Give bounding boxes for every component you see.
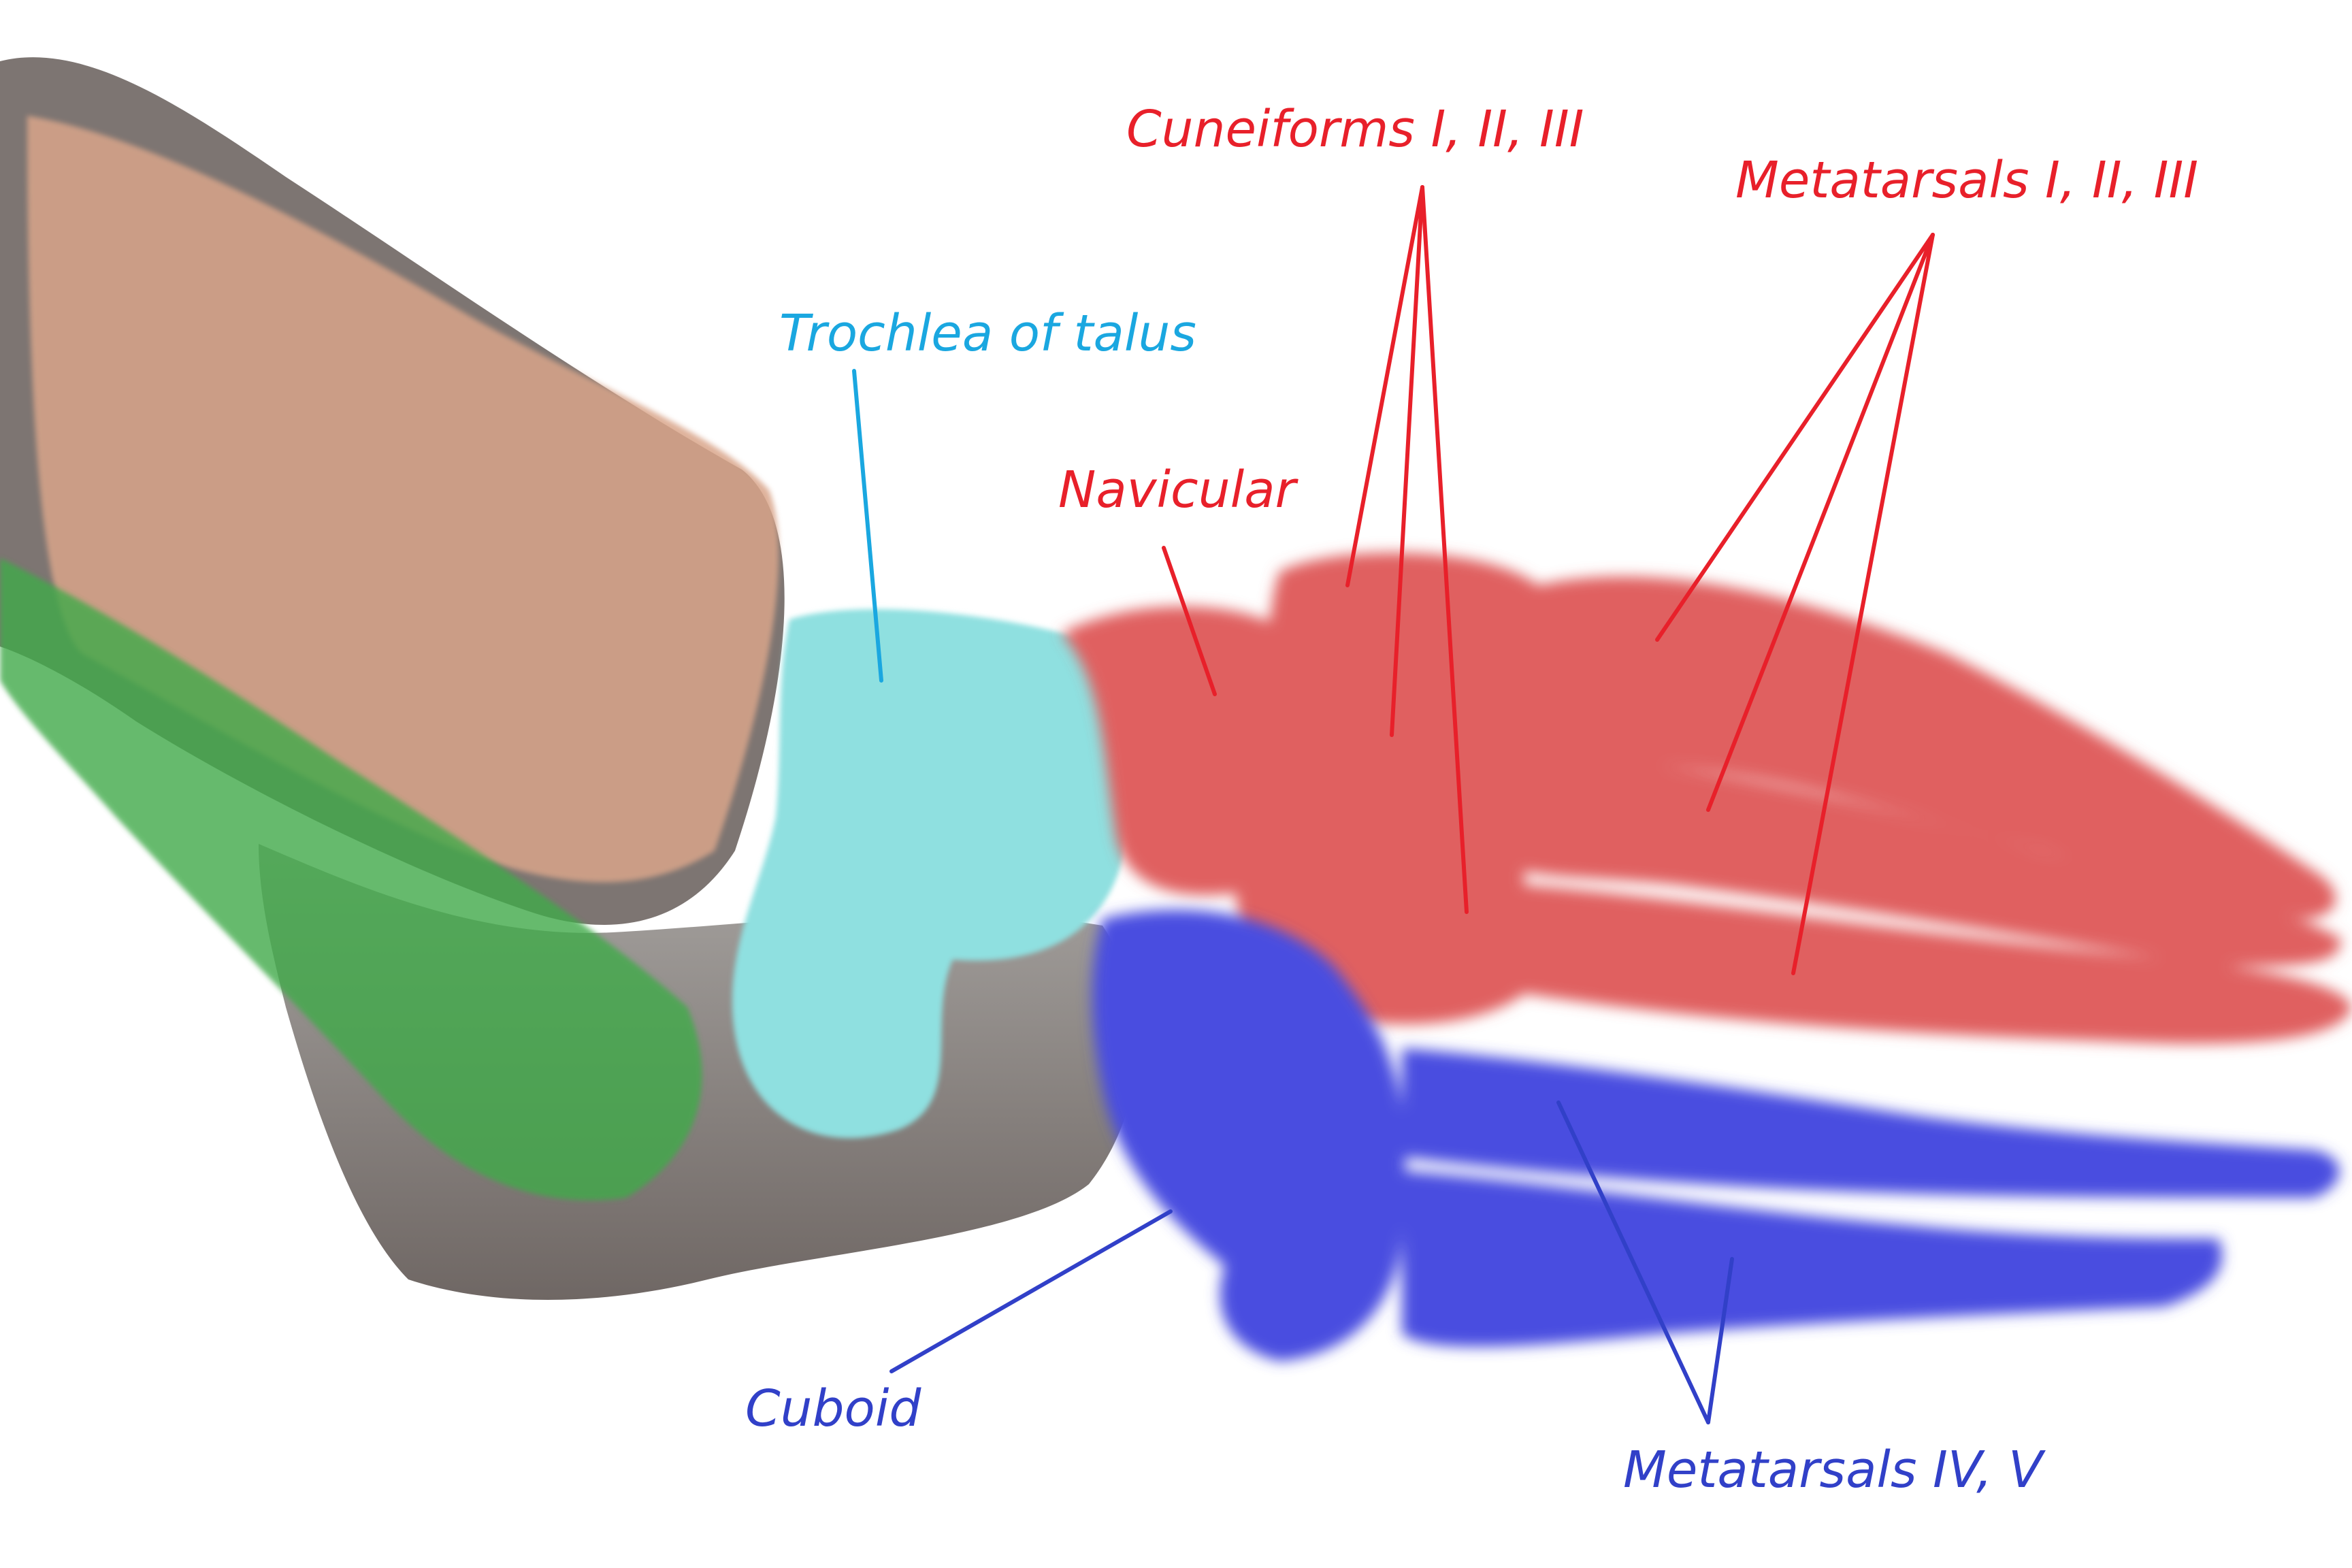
label-cuboid: Cuboid bbox=[745, 1379, 921, 1438]
leader-line-cuneiform-1 bbox=[1345, 185, 1424, 587]
leader-lines-lateral bbox=[889, 1100, 1734, 1424]
label-metatarsals-lateral: Metatarsals IV, V bbox=[1623, 1441, 2046, 1499]
label-trochlea: Trochlea of talus bbox=[779, 304, 1196, 363]
leader-line-metatarsal-1 bbox=[1655, 233, 1935, 642]
leader-line-talus-group bbox=[852, 369, 883, 683]
leader-line-metatarsal-3 bbox=[1791, 233, 1935, 975]
leader-lines-medial bbox=[1162, 185, 1935, 975]
label-cuneiforms: Cuneiforms I, II, III bbox=[1126, 100, 1584, 159]
leader-line-navicular bbox=[1162, 546, 1217, 696]
leader-line-cuneiform-2 bbox=[1390, 185, 1424, 737]
leader-line-metatarsal-4 bbox=[1556, 1100, 1710, 1424]
leader-line-trochlea bbox=[852, 369, 883, 683]
leader-line-cuboid bbox=[889, 1209, 1173, 1373]
achilles-tendon-shape bbox=[0, 558, 702, 1200]
label-navicular: Navicular bbox=[1058, 461, 1299, 519]
label-metatarsals-medial: Metatarsals I, II, III bbox=[1735, 151, 2198, 210]
talus-shape bbox=[732, 609, 1129, 1139]
lateral-bones-shape bbox=[1092, 909, 2340, 1361]
leader-line-cuneiform-3 bbox=[1420, 185, 1469, 914]
leader-line-metatarsal-2 bbox=[1706, 233, 1935, 812]
medial-bones-shape bbox=[1062, 553, 2352, 1044]
leader-line-metatarsal-5 bbox=[1706, 1257, 1734, 1424]
